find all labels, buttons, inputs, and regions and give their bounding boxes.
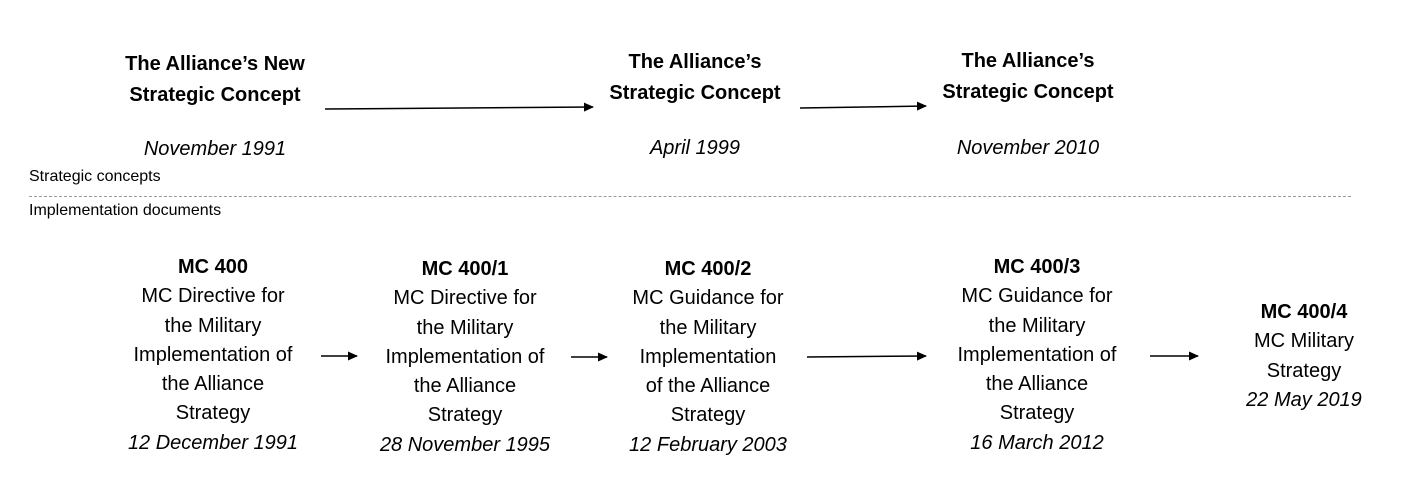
- document-date: 12 February 2003: [629, 433, 787, 456]
- document-line: MC Military: [1254, 330, 1354, 353]
- document-line: Strategy: [1266, 359, 1342, 382]
- document-line: the Alliance: [985, 373, 1089, 396]
- concept-date: November 1991: [143, 138, 287, 160]
- concept-title-line1: The Alliance’s: [628, 51, 762, 73]
- document-line: Implementation of: [385, 345, 545, 368]
- arrow-1991-to-1999: [324, 102, 594, 112]
- concept-title-line1: The Alliance’s New: [125, 53, 305, 75]
- document-date: 28 November 1995: [379, 433, 551, 456]
- document-line: the Military: [659, 316, 757, 339]
- document-date: 16 March 2012: [970, 431, 1104, 454]
- document-line: MC Directive for: [393, 287, 537, 310]
- document-line: Strategy: [999, 402, 1075, 425]
- document-line: of the Alliance: [645, 375, 771, 398]
- document-line: Strategy: [175, 402, 251, 425]
- concept-title-line1: The Alliance’s: [961, 50, 1095, 72]
- document-mc400-3: MC 400/3 MC Guidance for the Military Im…: [932, 253, 1142, 458]
- document-mc400-4: MC 400/4 MC Military Strategy 22 May 201…: [1214, 298, 1394, 415]
- concept-title-line2: Strategic Concept: [609, 82, 781, 104]
- concept-title-line2: Strategic Concept: [942, 81, 1114, 103]
- document-code: MC 400/3: [993, 256, 1081, 278]
- document-date: 22 May 2019: [1246, 388, 1362, 411]
- document-code: MC 400: [177, 256, 249, 278]
- document-code: MC 400/1: [421, 258, 509, 280]
- document-code: MC 400/2: [664, 258, 752, 280]
- strategic-concepts-label: Strategic concepts: [29, 168, 161, 185]
- arrow-1999-to-2010: [799, 101, 927, 111]
- document-mc400-1: MC 400/1 MC Directive for the Military I…: [360, 255, 570, 460]
- implementation-documents-label: Implementation documents: [29, 202, 222, 219]
- document-line: MC Guidance for: [961, 285, 1113, 308]
- concept-2010: The Alliance’s Strategic Concept Novembe…: [918, 46, 1138, 159]
- concept-1999: The Alliance’s Strategic Concept April 1…: [585, 47, 805, 159]
- document-line: Implementation of: [133, 343, 293, 366]
- document-line: the Military: [416, 316, 514, 339]
- concept-title-line2: Strategic Concept: [129, 84, 301, 106]
- document-line: Implementation: [639, 345, 777, 368]
- document-line: Strategy: [670, 404, 746, 427]
- concept-1991: The Alliance’s New Strategic Concept Nov…: [105, 49, 325, 160]
- document-line: the Military: [988, 314, 1086, 337]
- concept-date: April 1999: [649, 137, 741, 159]
- document-mc400-2: MC 400/2 MC Guidance for the Military Im…: [603, 255, 813, 460]
- document-line: MC Directive for: [141, 285, 285, 308]
- concept-date: November 2010: [956, 137, 1100, 159]
- document-line: the Military: [164, 314, 262, 337]
- arrow-mc400-2-to-mc400-3: [806, 351, 927, 361]
- section-divider: [29, 196, 1351, 197]
- document-line: Implementation of: [957, 343, 1117, 366]
- document-line: Strategy: [427, 404, 503, 427]
- document-mc400: MC 400 MC Directive for the Military Imp…: [108, 253, 318, 458]
- document-date: 12 December 1991: [127, 431, 299, 454]
- document-code: MC 400/4: [1260, 301, 1348, 323]
- document-line: the Alliance: [161, 373, 265, 396]
- document-line: the Alliance: [413, 375, 517, 398]
- document-line: MC Guidance for: [632, 287, 784, 310]
